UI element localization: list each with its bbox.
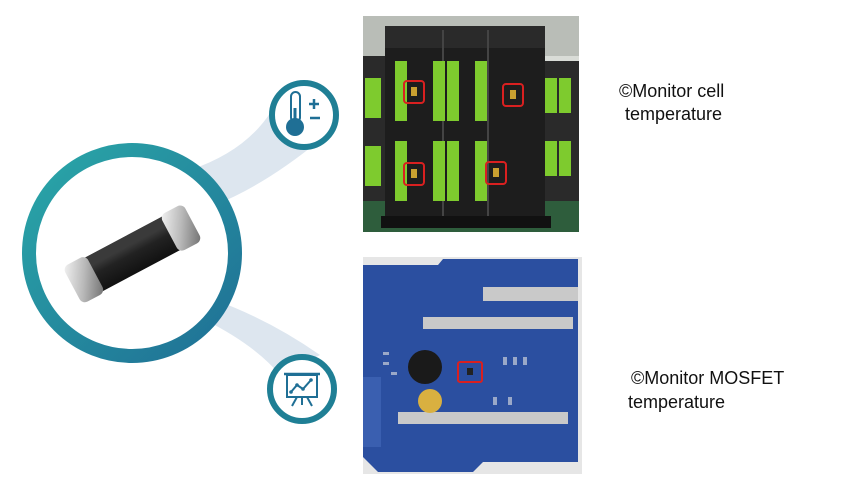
caption-cell-line1: ©Monitor cell — [619, 81, 725, 101]
presentation-chart-icon — [267, 354, 337, 424]
caption-mosfet-line1: ©Monitor MOSFET — [631, 368, 785, 388]
battery-cells-photo — [363, 16, 579, 232]
smd-thermistor-chip — [64, 205, 201, 303]
caption-cell-line2: temperature — [625, 104, 723, 124]
thermometer-plus-minus-icon — [269, 80, 339, 150]
mosfet-pcb-photo — [363, 257, 582, 474]
caption-mosfet-line2: temperature — [628, 392, 726, 412]
